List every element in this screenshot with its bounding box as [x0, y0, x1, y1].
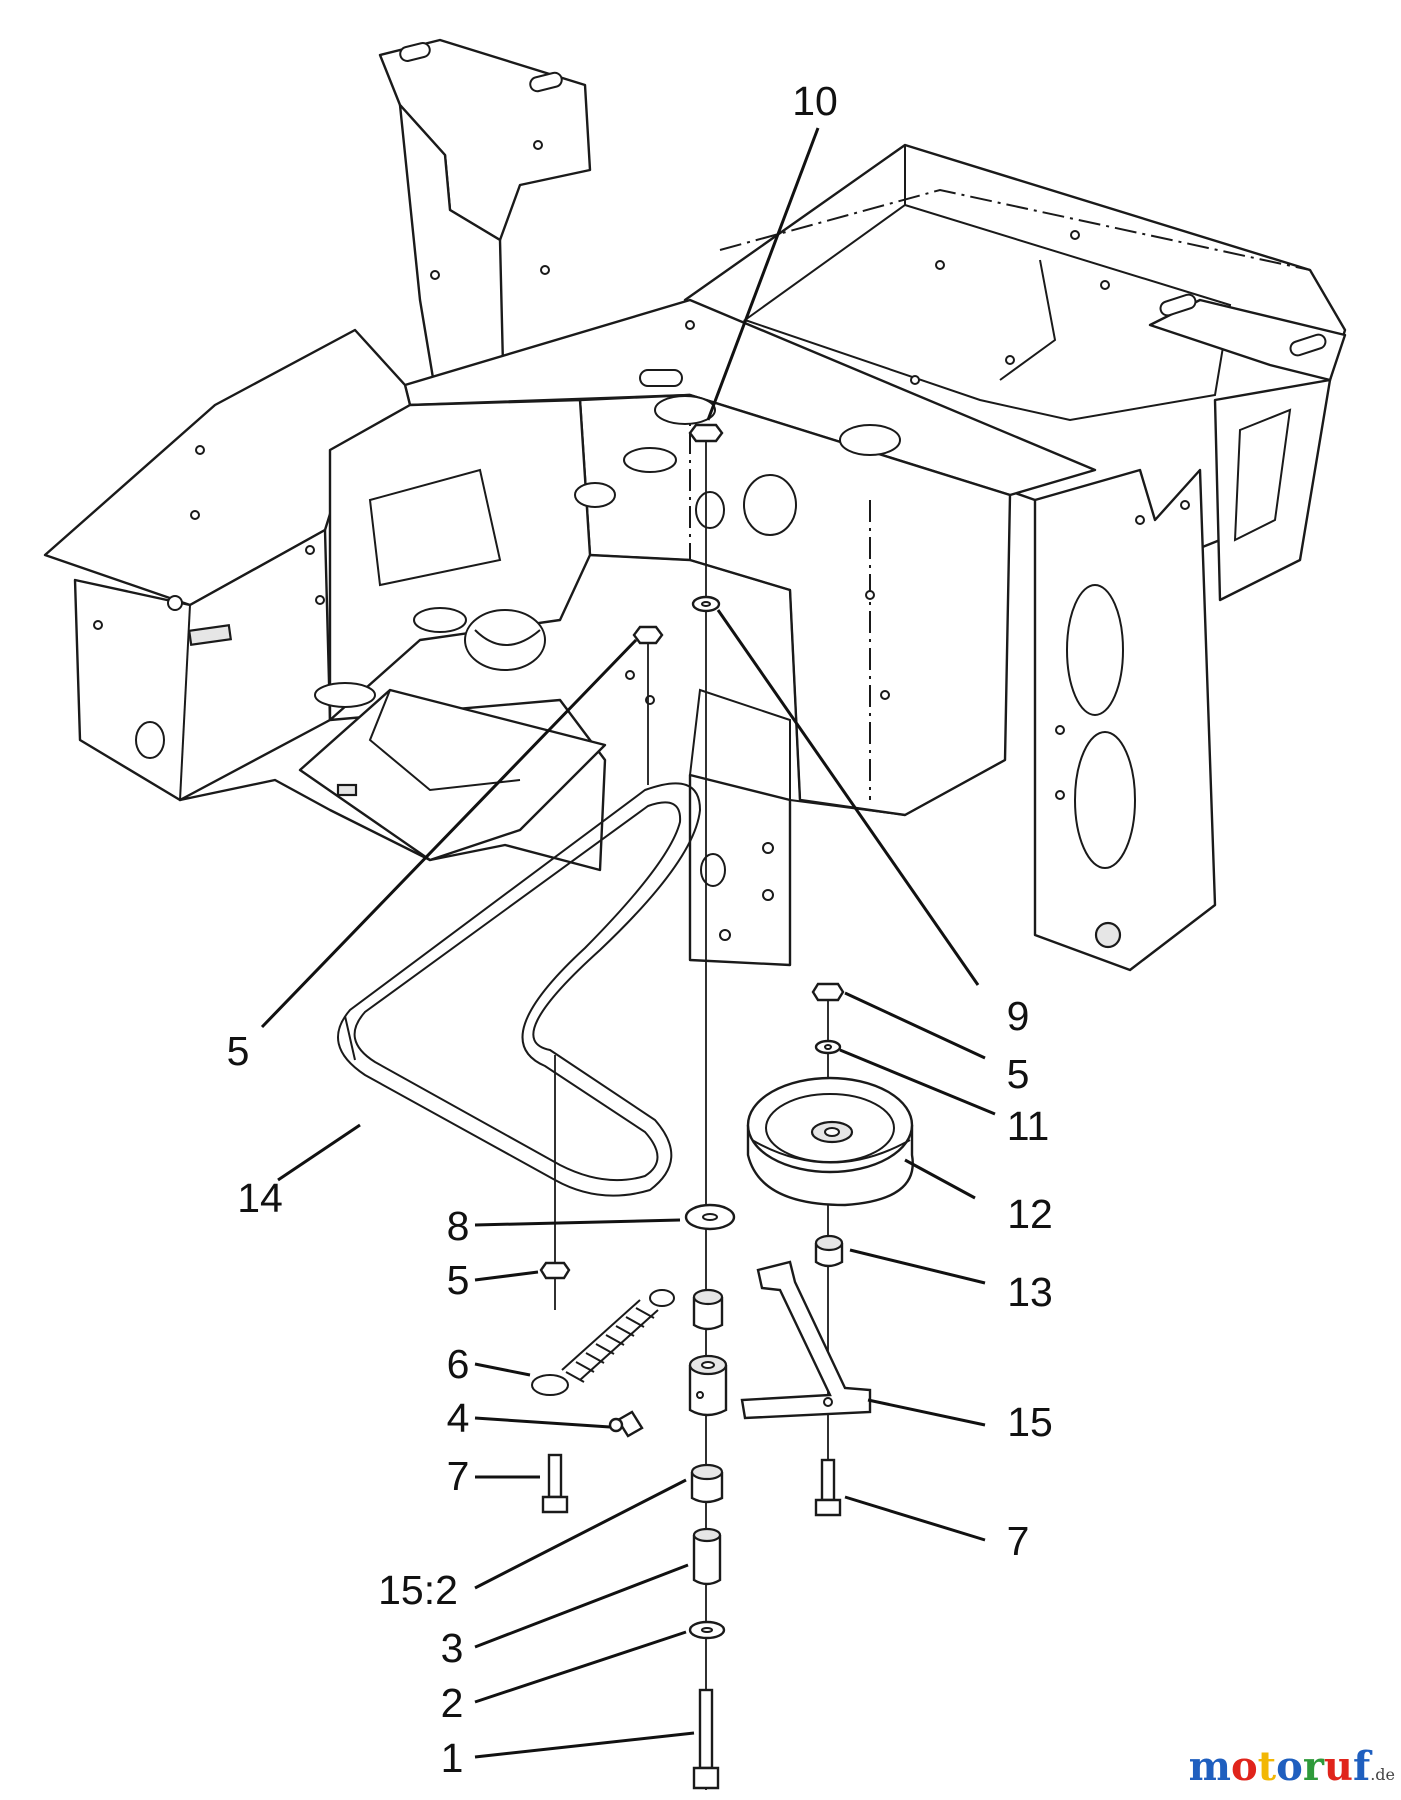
callout-labels: 10 9 5 5 11 12 14 8 13 5 6 15 4 7 7 15:2… — [227, 78, 1053, 1781]
watermark-letter: r — [1302, 1743, 1324, 1790]
callout-3: 3 — [441, 1625, 464, 1671]
idler-arm — [688, 1260, 872, 1420]
idler-pulley — [746, 1076, 914, 1207]
spacer-3 — [692, 1535, 722, 1586]
watermark-letter: u — [1323, 1743, 1353, 1790]
watermark-letter: t — [1257, 1743, 1277, 1790]
extension-spring — [531, 1289, 675, 1396]
mounting-holes — [93, 140, 1190, 800]
callout-13: 13 — [1007, 1269, 1053, 1315]
bushing-15-2 — [690, 1472, 724, 1504]
watermark-letter: m — [1188, 1743, 1231, 1790]
callout-5-right: 5 — [1007, 1051, 1030, 1097]
watermark-letter: o — [1276, 1743, 1303, 1790]
callout-10: 10 — [792, 78, 838, 124]
callout-1: 1 — [441, 1735, 464, 1781]
watermark-tld: .de — [1370, 1765, 1395, 1784]
callout-8: 8 — [447, 1203, 470, 1249]
nut-5-right — [811, 982, 845, 1002]
frame-assembly — [43, 38, 1347, 972]
callout-7-left: 7 — [447, 1453, 470, 1499]
callout-2: 2 — [441, 1680, 464, 1726]
v-belt — [337, 782, 702, 1197]
callout-9: 9 — [1007, 993, 1030, 1039]
bolt-1 — [692, 1688, 720, 1790]
watermark-letter: o — [1230, 1743, 1258, 1790]
leader-lines — [260, 127, 996, 1759]
bolt-7-left — [541, 1453, 569, 1514]
watermark-letter: f — [1352, 1743, 1371, 1790]
callout-14: 14 — [237, 1175, 283, 1221]
nut-10 — [688, 423, 724, 443]
callout-5-lower: 5 — [447, 1257, 470, 1303]
callout-6: 6 — [447, 1341, 470, 1387]
nut-5-upper — [632, 625, 664, 645]
callout-7-right: 7 — [1007, 1518, 1030, 1564]
callout-12: 12 — [1007, 1191, 1053, 1237]
bushing-upper — [692, 1297, 724, 1331]
nut-5-lower — [539, 1261, 571, 1280]
callout-15-2: 15:2 — [378, 1567, 458, 1613]
bolt-7-right — [814, 1458, 842, 1517]
watermark-logo: motoruf.de — [1189, 1743, 1395, 1790]
callout-15: 15 — [1007, 1399, 1053, 1445]
grease-fitting — [608, 1410, 644, 1438]
callout-4: 4 — [447, 1395, 470, 1441]
callout-11: 11 — [1007, 1103, 1050, 1149]
callout-5-upper: 5 — [227, 1028, 250, 1074]
hardware — [531, 423, 914, 1790]
